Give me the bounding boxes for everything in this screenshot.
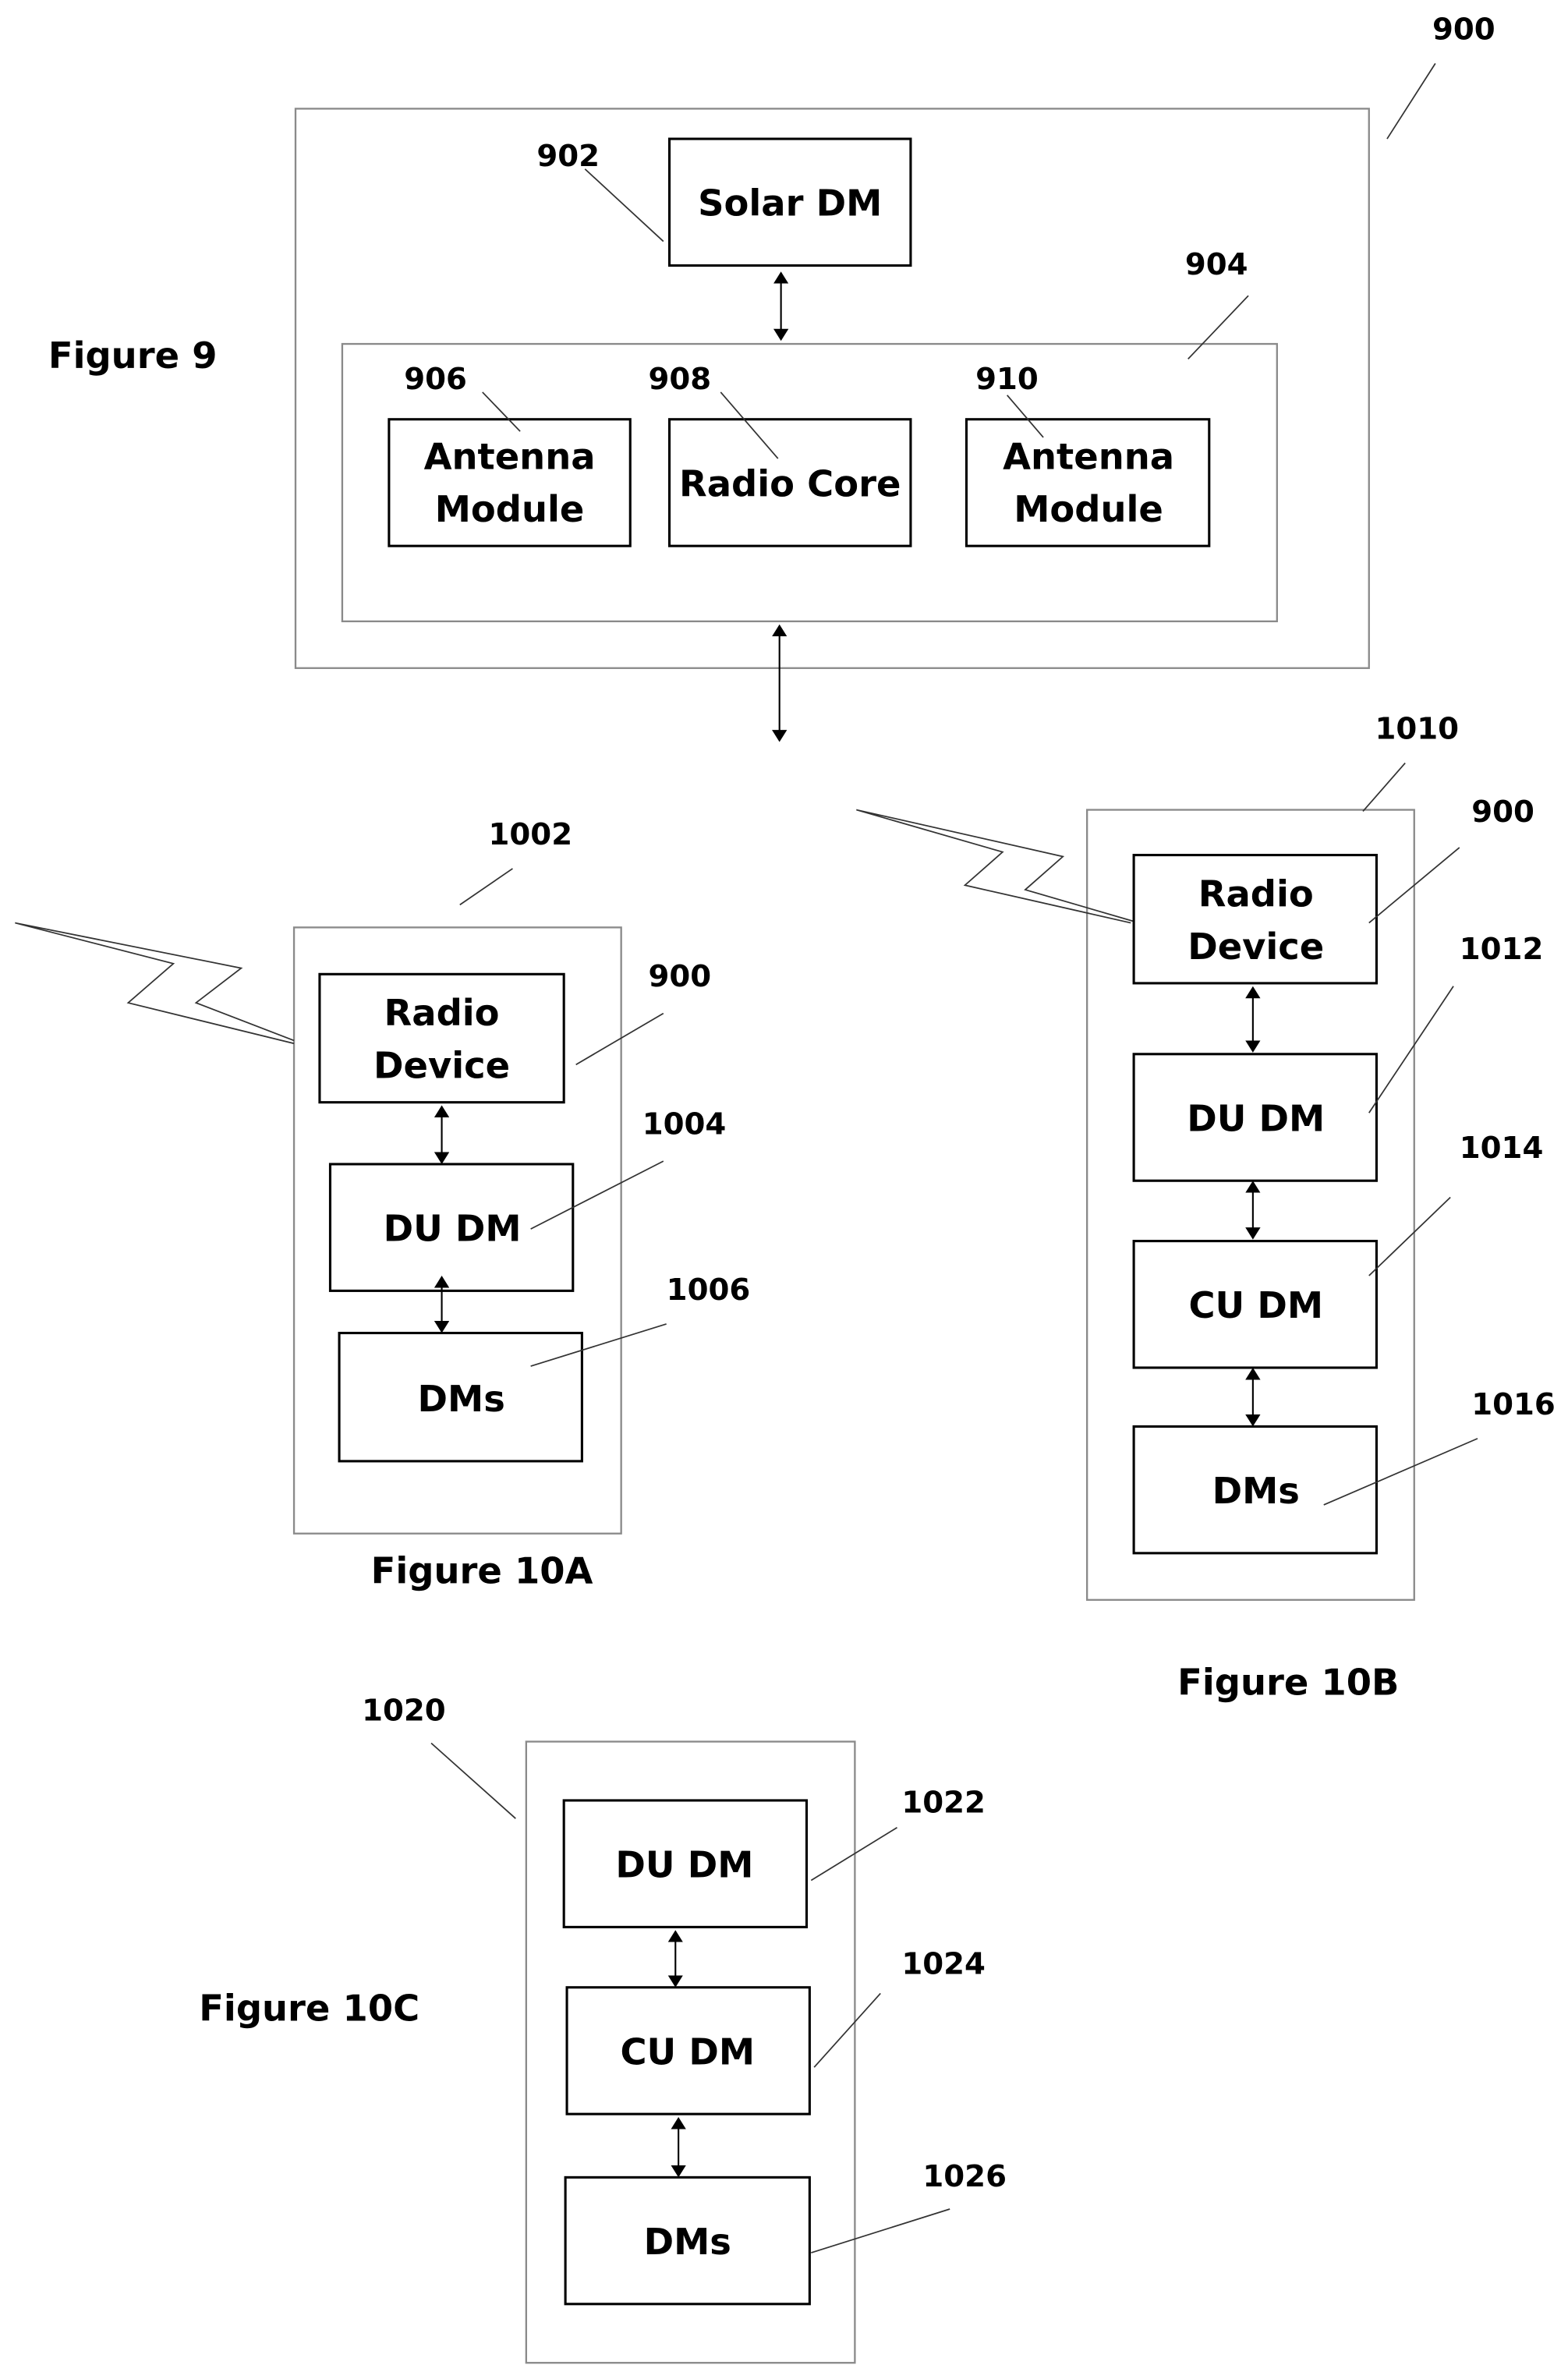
ref-904: 904 <box>1185 247 1248 282</box>
figure-10b: 1010 Radio Device 900 DU DM 1012 CU DM 1… <box>856 712 1556 1704</box>
figure-10b-title: Figure 10B <box>1177 1662 1399 1704</box>
ref-1020: 1020 <box>362 1693 446 1728</box>
cu-dm-label: CU DM <box>620 2030 755 2073</box>
leader-900 <box>1387 63 1435 139</box>
lightning-bolt-icon <box>15 923 294 1044</box>
radio-device-line2: Device <box>1188 926 1324 968</box>
ref-1012: 1012 <box>1460 932 1544 967</box>
radio-device-line2: Device <box>373 1045 510 1087</box>
ref-910: 910 <box>975 362 1039 397</box>
dms-label: DMs <box>418 1378 505 1420</box>
figure-10c: 1020 DU DM 1022 CU DM 1024 DMs 1026 Figu… <box>199 1693 1007 2363</box>
ref-900-b: 900 <box>1471 795 1534 830</box>
antenna-module-910-line2: Module <box>1014 488 1163 530</box>
leader-904 <box>1188 296 1248 359</box>
leader-1002 <box>460 869 513 905</box>
lightning-bolt-icon <box>856 810 1134 923</box>
solar-dm-label: Solar DM <box>698 182 882 225</box>
figure-10c-title: Figure 10C <box>199 1987 419 2029</box>
leader-1024 <box>814 1993 880 2067</box>
figure-10a-title: Figure 10A <box>371 1550 593 1592</box>
leader-1026 <box>811 2209 950 2253</box>
antenna-module-910-line1: Antenna <box>1003 436 1174 478</box>
antenna-module-906-line1: Antenna <box>424 436 596 478</box>
ref-1002: 1002 <box>489 817 573 852</box>
leader-1020 <box>431 1743 515 1818</box>
radio-device-line1: Radio <box>1198 873 1314 915</box>
ref-1014: 1014 <box>1460 1131 1544 1166</box>
leader-900-a <box>576 1014 664 1065</box>
ref-1022: 1022 <box>901 1785 986 1820</box>
figure-10a: 1002 Radio Device 900 DU DM 1004 DMs 100… <box>15 817 750 1591</box>
leader-1010 <box>1363 763 1405 812</box>
antenna-module-906-line2: Module <box>435 488 585 530</box>
du-dm-label: DU DM <box>615 1844 753 1886</box>
ref-906: 906 <box>404 362 467 397</box>
dms-label: DMs <box>644 2221 731 2263</box>
dms-label: DMs <box>1212 1470 1300 1512</box>
ref-900-a: 900 <box>648 959 711 994</box>
radio-core-908-label: Radio Core <box>679 462 901 504</box>
ref-902: 902 <box>536 139 600 174</box>
ref-1016: 1016 <box>1471 1387 1556 1422</box>
leader-1012 <box>1369 986 1453 1113</box>
ref-900: 900 <box>1432 12 1495 47</box>
radio-device-line1: Radio <box>384 992 500 1034</box>
ref-1024: 1024 <box>901 1946 986 1981</box>
du-dm-label: DU DM <box>1187 1097 1325 1139</box>
du-dm-label: DU DM <box>384 1208 522 1250</box>
leader-902 <box>585 169 664 242</box>
ref-1004: 1004 <box>642 1106 727 1142</box>
ref-1026: 1026 <box>922 2159 1007 2194</box>
figure-9-title: Figure 9 <box>48 335 218 377</box>
cu-dm-label: CU DM <box>1188 1284 1323 1326</box>
figure-9: Figure 9 900 Solar DM 902 904 Antenna Mo… <box>48 12 1495 735</box>
leader-1014 <box>1369 1198 1450 1276</box>
ref-1010: 1010 <box>1375 712 1459 747</box>
ref-1006: 1006 <box>667 1273 751 1308</box>
ref-908: 908 <box>648 362 711 397</box>
